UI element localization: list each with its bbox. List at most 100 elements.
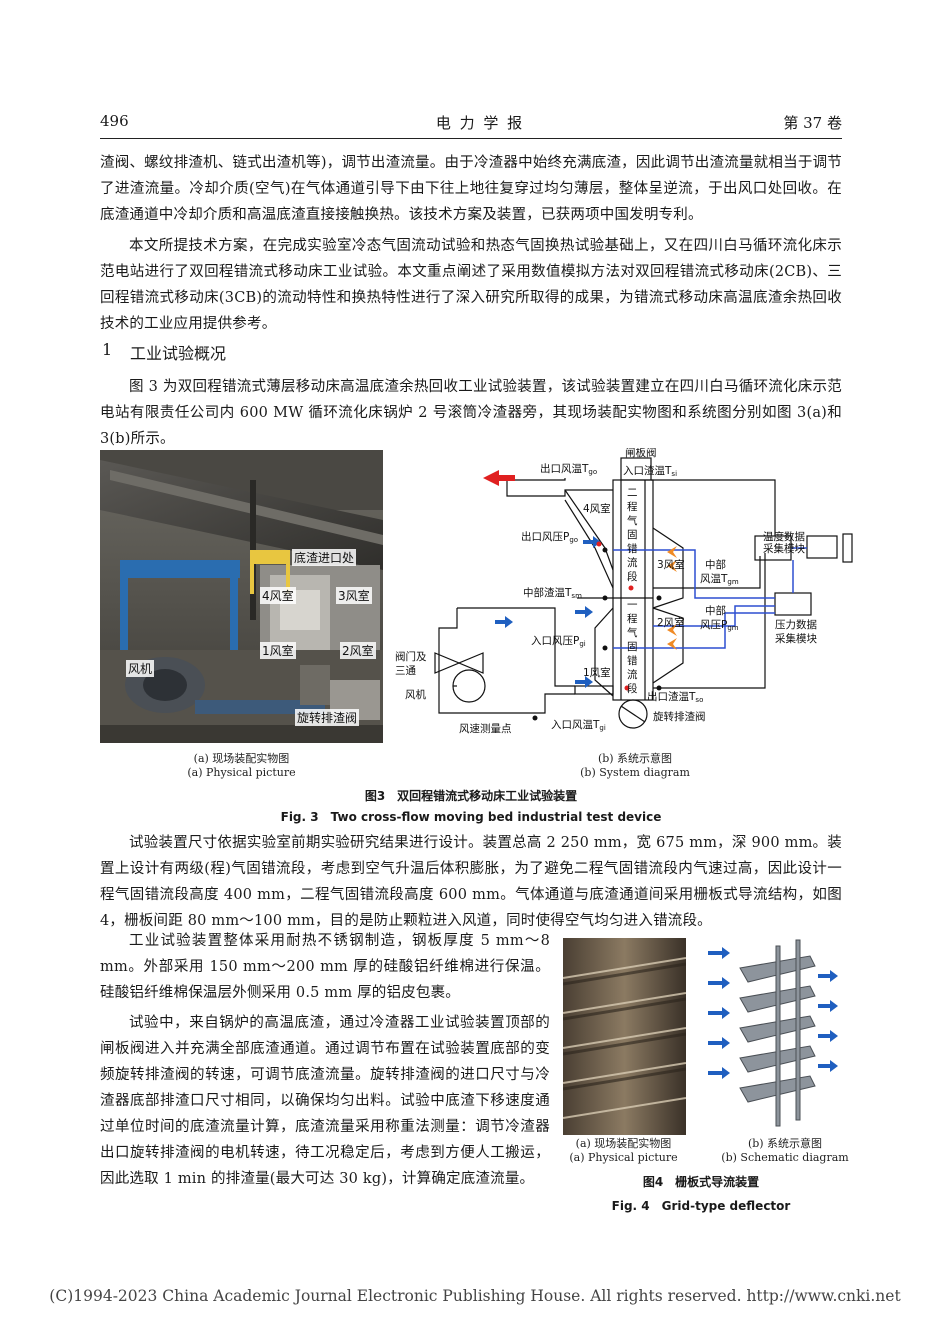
svg-text:气: 气: [627, 626, 638, 639]
inflow-arrows: [708, 947, 730, 1079]
section1-text: 图 3 为双回程错流式薄层移动床高温底渣余热回收工业试验装置，该试验装置建立在四…: [100, 374, 842, 452]
fig3-caption-cn: 图3 双回程错流式移动床工业试验装置: [364, 789, 578, 803]
svg-text:出口风压Pgo: 出口风压Pgo: [521, 530, 578, 544]
photo-label: 风机: [126, 660, 155, 677]
photo-label: 2风室: [340, 642, 376, 659]
svg-text:错: 错: [627, 654, 638, 667]
photo-label: 旋转排渣阀: [295, 709, 360, 726]
label: 风机: [405, 688, 426, 701]
svg-text:程: 程: [627, 613, 638, 625]
label: 旋转排渣阀: [653, 710, 706, 723]
subcaption-cn: (a) 现场装配实物图: [193, 752, 290, 765]
svg-text:入口风温Tgi: 入口风温Tgi: [551, 719, 606, 732]
fig4a-caption: (a) 现场装配实物图 (a) Physical picture: [556, 1137, 691, 1165]
pressure-wiring: [613, 547, 807, 649]
section-number: 1: [102, 340, 113, 359]
copyright-footer: (C)1994-2023 China Academic Journal Elec…: [49, 1287, 901, 1305]
page-number: 496: [100, 112, 129, 130]
label: 阀门及: [395, 650, 427, 663]
svg-text:风温Tgm: 风温Tgm: [700, 573, 739, 586]
fig4a-photo: [563, 938, 686, 1135]
label: 入口渣温T: [623, 464, 672, 477]
label-sub: si: [671, 470, 677, 478]
paragraph: 渣阀、螺纹排渣机、链式出渣机等)，调节出渣流量。由于冷渣器中始终充满底渣，因此调…: [100, 155, 842, 223]
diagram-labels: 闸板阀 入口渣温Tsi 出口风温Tgo 4风室 出口风压Pgo 3风室 中部 风…: [395, 448, 817, 735]
fig4a-photo-drawing: [563, 938, 686, 1135]
photo-label: 1风室: [260, 642, 296, 659]
subcaption-en: (a) Physical picture: [187, 766, 296, 779]
label-sub: gm: [727, 624, 738, 632]
svg-text:入口风压Pgi: 入口风压Pgi: [531, 635, 586, 648]
label-sub: gi: [579, 640, 585, 648]
label: 2风室: [657, 616, 685, 629]
svg-text:一: 一: [627, 599, 638, 611]
fig3a-photo: 底渣进口处 4风室 3风室 1风室 2风室 风机 旋转排渣阀: [100, 450, 383, 743]
label-sub: so: [695, 696, 703, 704]
header-rule: [100, 138, 842, 139]
label-sub: gi: [599, 724, 605, 732]
sensor-dots: [532, 547, 662, 721]
photo-label: 4风室: [260, 587, 296, 604]
volume-label: 第 37 卷: [783, 114, 842, 132]
svg-text:风压Pgm: 风压Pgm: [700, 619, 739, 632]
label: 中部: [705, 604, 726, 617]
deflector-plates: [739, 939, 816, 1127]
label: 出口风压P: [521, 530, 569, 543]
journal-title: 电 力 学 报: [435, 114, 525, 132]
label: 风速测量点: [459, 722, 512, 735]
pressure-module-box: [774, 592, 812, 616]
label: 入口风温T: [551, 719, 600, 731]
label: 入口风压P: [531, 635, 579, 647]
label: 1风室: [583, 666, 611, 679]
label-sub: sm: [571, 592, 582, 600]
svg-text:段: 段: [627, 682, 638, 695]
fig4b-caption: (b) 系统示意图 (b) Schematic diagram: [720, 1137, 850, 1165]
fig3-caption-en: Fig. 3 Two cross-flow moving bed industr…: [280, 810, 662, 824]
subcaption-en: (b) Schematic diagram: [721, 1151, 849, 1164]
paragraph: 试验装置尺寸依据实验室前期实验研究结果进行设计。装置总高 2 250 mm，宽 …: [100, 835, 842, 929]
svg-text:流: 流: [627, 556, 638, 569]
svg-text:中部渣温Tsm: 中部渣温Tsm: [523, 586, 582, 600]
diagram-lines: [434, 457, 853, 729]
fig4-caption-cn: 图4 栅板式导流装置: [642, 1175, 760, 1189]
sensor-dots-red: [596, 541, 634, 691]
fig4-caption-en: Fig. 4 Grid-type deflector: [611, 1199, 791, 1213]
label-sub: gm: [727, 578, 738, 586]
label: 出口渣温T: [647, 690, 696, 703]
label: 采集模块: [775, 632, 817, 645]
label: 中部: [705, 558, 726, 571]
paragraph: 试验中，来自锅炉的高温底渣，通过冷渣器工业试验装置顶部的闸板阀进入并充满全部底渣…: [100, 1015, 550, 1187]
subcaption-en: (b) System diagram: [580, 766, 690, 779]
paragraph: 工业试验装置整体采用耐热不锈钢制造，钢板厚度 5 mm～8 mm。外部采用 15…: [100, 933, 550, 1001]
label: 4风室: [583, 502, 611, 515]
subcaption-cn: (a) 现场装配实物图: [575, 1137, 672, 1150]
svg-text:出口渣温Tso: 出口渣温Tso: [647, 690, 703, 704]
fig3b-diagram: 闸板阀 入口渣温Tsi 出口风温Tgo 4风室 出口风压Pgo 3风室 中部 风…: [395, 448, 853, 735]
intro-text: 渣阀、螺纹排渣机、链式出渣机等)，调节出渣流量。由于冷渣器中始终充满底渣，因此调…: [100, 150, 842, 337]
fig3b-caption: (b) 系统示意图 (b) System diagram: [560, 752, 710, 780]
svg-text:流: 流: [627, 668, 638, 681]
label: 中部渣温T: [523, 586, 572, 599]
label: 3风室: [657, 558, 685, 571]
outflow-arrows: [818, 970, 838, 1072]
second-pass-label: 二 程 气 固 错 流 段: [627, 487, 638, 583]
airflow-arrows: [483, 470, 677, 688]
svg-text:错: 错: [627, 542, 638, 555]
svg-text:入口渣温Tsi: 入口渣温Tsi: [623, 464, 677, 478]
label-sub: go: [569, 536, 578, 544]
paragraph: 图 3 为双回程错流式薄层移动床高温底渣余热回收工业试验装置，该试验装置建立在四…: [100, 379, 842, 447]
label: 压力数据: [775, 618, 817, 631]
paragraph: 本文所提技术方案，在完成实验室冷态气固流动试验和热态气固换热试验基础上，又在四川…: [100, 238, 842, 332]
fig4b-diagram: [708, 939, 838, 1127]
svg-text:固: 固: [627, 529, 638, 541]
photo-label: 3风室: [336, 587, 372, 604]
subcaption-cn: (b) 系统示意图: [747, 1137, 823, 1150]
photo-label: 底渣进口处: [292, 549, 357, 566]
exhaust-arrow: [483, 470, 515, 486]
label: 温度数据: [763, 530, 805, 543]
first-pass-label: 一 程 气 固 错 流 段: [627, 599, 638, 695]
section-title: 工业试验概况: [130, 344, 227, 363]
svg-text:程: 程: [627, 501, 638, 513]
subcaption-cn: (b) 系统示意图: [597, 752, 673, 765]
fig3a-caption: (a) 现场装配实物图 (a) Physical picture: [100, 752, 383, 780]
